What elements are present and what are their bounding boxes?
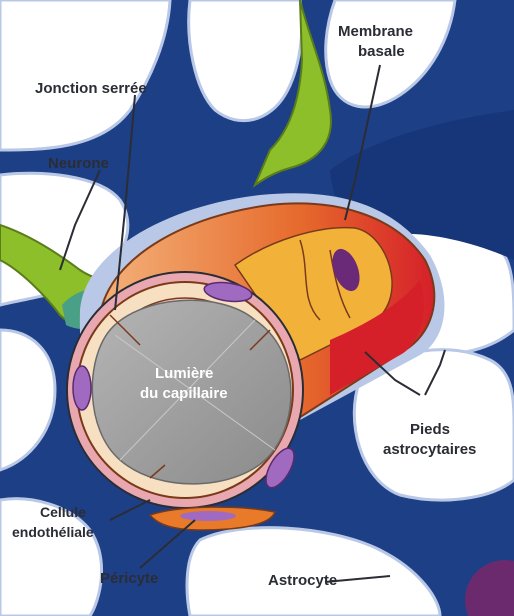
label-cellule-line2: endothéliale (12, 524, 94, 540)
label-pieds-line2: astrocytaires (383, 441, 476, 458)
label-pericyte: Péricyte (100, 570, 158, 587)
label-membrane-basale-line2: basale (358, 43, 405, 60)
label-membrane-basale-line1: Membrane (338, 23, 413, 40)
label-lumiere-line2: du capillaire (140, 385, 228, 402)
label-pieds-line1: Pieds (410, 421, 450, 438)
label-jonction-serree: Jonction serrée (35, 80, 147, 97)
label-lumiere-line1: Lumière (155, 365, 213, 382)
label-astrocyte: Astrocyte (268, 572, 337, 589)
label-cellule-line1: Cellule (40, 504, 86, 520)
label-neurone: Neurone (48, 155, 109, 172)
